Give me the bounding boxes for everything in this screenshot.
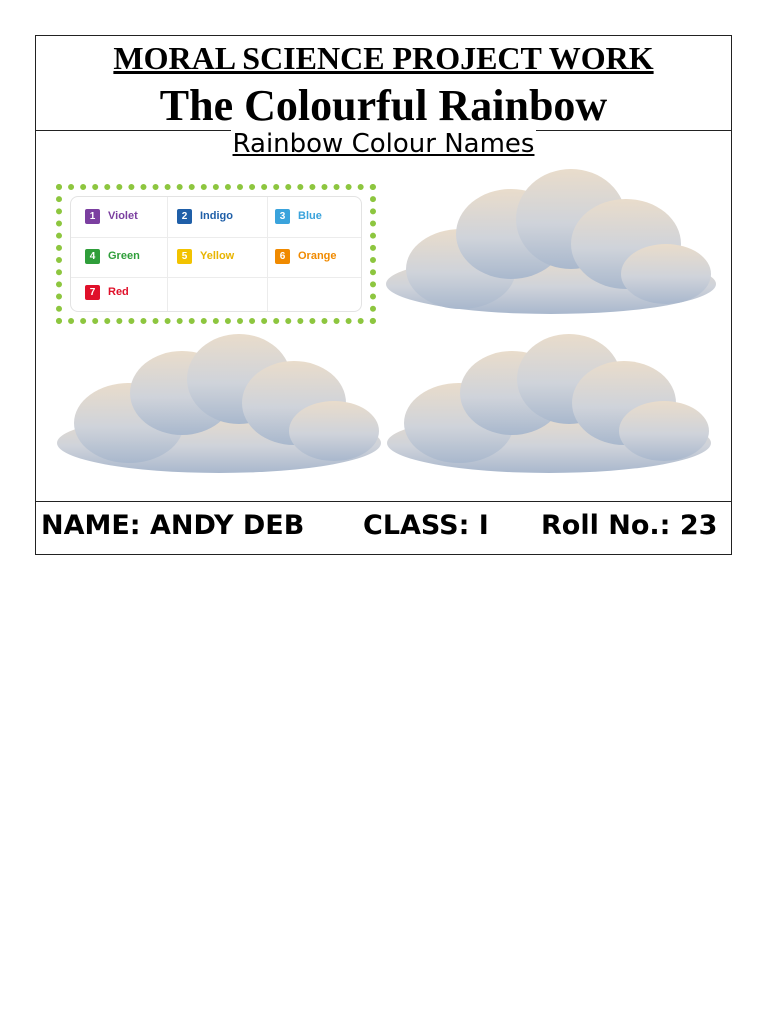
student-name: NAME: ANDY DEB <box>41 510 305 541</box>
colour-name: Yellow <box>200 250 235 262</box>
main-title: The Colourful Rainbow <box>159 81 608 130</box>
student-class: CLASS: I <box>363 510 489 541</box>
colour-number-badge: 7 <box>85 284 100 300</box>
colour-item-violet: 1 Violet <box>85 201 138 231</box>
project-title: MORAL SCIENCE PROJECT WORK <box>113 40 654 76</box>
colour-name: Orange <box>298 250 337 262</box>
roll-number: Roll No.: 23 <box>541 510 718 541</box>
colour-name: Indigo <box>200 210 233 222</box>
row-divider <box>71 277 361 278</box>
colour-number-badge: 5 <box>177 248 192 264</box>
column-divider <box>267 197 268 311</box>
column-divider <box>167 197 168 311</box>
colour-item-green: 4 Green <box>85 241 140 271</box>
row-divider <box>71 237 361 238</box>
subtitle-text: Rainbow Colour Names <box>230 129 537 159</box>
colour-table: 1 Violet 2 Indigo 3 Blue 4 Green 5 Yello… <box>70 196 362 312</box>
footer: NAME: ANDY DEB CLASS: I Roll No.: 23 <box>36 501 731 555</box>
section-subtitle: Rainbow Colour Names <box>36 129 731 160</box>
colour-number-badge: 1 <box>85 208 100 224</box>
colour-item-orange: 6 Orange <box>275 241 337 271</box>
colour-name: Blue <box>298 210 322 222</box>
colour-name: Violet <box>108 210 138 222</box>
colour-number-badge: 2 <box>177 208 192 224</box>
colour-number-badge: 4 <box>85 248 100 264</box>
project-sheet: MORAL SCIENCE PROJECT WORK The Colourful… <box>35 35 732 555</box>
cloud-image <box>387 334 711 473</box>
colour-name: Red <box>108 286 129 298</box>
colour-number-badge: 3 <box>275 208 290 224</box>
colour-item-indigo: 2 Indigo <box>177 201 233 231</box>
colour-item-yellow: 5 Yellow <box>177 241 234 271</box>
colour-item-blue: 3 Blue <box>275 201 322 231</box>
cloud-image <box>386 169 716 314</box>
colour-name: Green <box>108 250 140 262</box>
colour-names-card: 1 Violet 2 Indigo 3 Blue 4 Green 5 Yello… <box>56 184 376 324</box>
header: MORAL SCIENCE PROJECT WORK The Colourful… <box>36 36 731 131</box>
colour-number-badge: 6 <box>275 248 290 264</box>
colour-item-red: 7 Red <box>85 277 129 307</box>
cloud-image <box>57 334 381 473</box>
